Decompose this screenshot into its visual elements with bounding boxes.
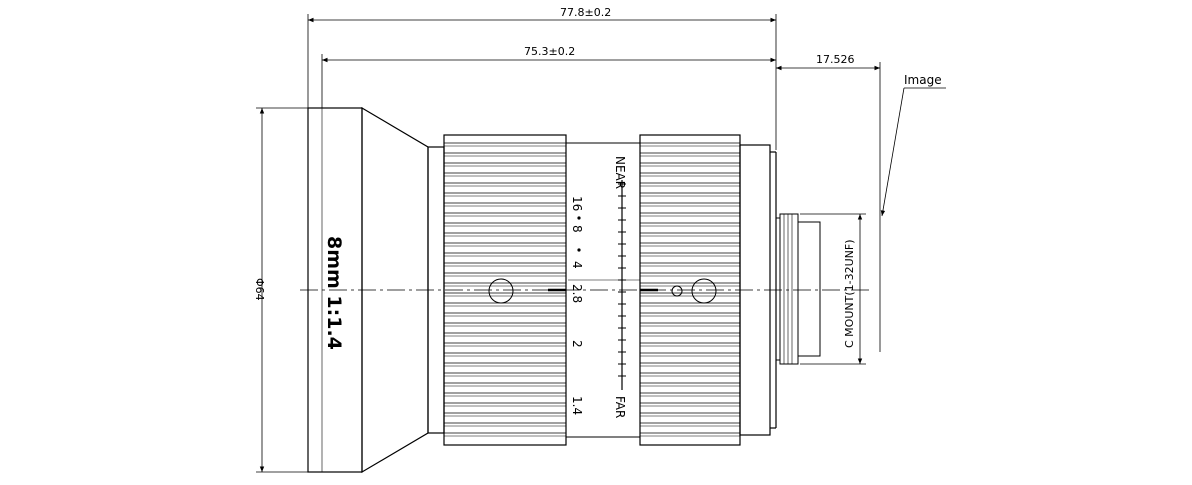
image-plane-leader	[880, 87, 946, 217]
scale-label-2-8: 2.8	[570, 284, 584, 303]
c-mount-thread	[775, 213, 821, 365]
body-length-text: 75.3±0.2	[524, 45, 575, 58]
lens-front-hood	[307, 106, 445, 474]
scale-label-8: 8	[570, 225, 584, 233]
dimension-diameter	[256, 107, 308, 473]
c-mount-text: C MOUNT(1-32UNF)	[843, 240, 856, 348]
scale-label-4: 4	[570, 261, 584, 269]
screw-aperture-ring	[691, 278, 717, 304]
scale-near-label: NEAR	[613, 156, 627, 189]
dimension-body-length	[321, 54, 776, 108]
focus-ring	[443, 134, 567, 446]
image-plane-label: Image	[904, 73, 942, 87]
dimension-c-mount	[800, 213, 866, 365]
screw-focus-ring	[488, 278, 514, 304]
scale-label-2: 2	[570, 340, 584, 348]
scale-far-label: FAR	[613, 396, 627, 418]
index-dot	[671, 285, 683, 297]
model-label: 8mm 1:1.4	[323, 236, 345, 350]
overall-length-text: 77.8±0.2	[560, 6, 611, 19]
distance-scale: NEAR FAR 16 8 4 2.8 2 1.4	[570, 156, 627, 418]
scale-label-1-4: 1.4	[570, 396, 584, 415]
flange-distance-text: 17.526	[816, 53, 855, 66]
diameter-text: Φ64	[253, 278, 266, 301]
scale-band	[566, 142, 640, 438]
scale-label-16: 16	[570, 196, 584, 211]
dimension-overall-length	[307, 14, 777, 150]
dimension-flange-distance	[776, 62, 881, 352]
